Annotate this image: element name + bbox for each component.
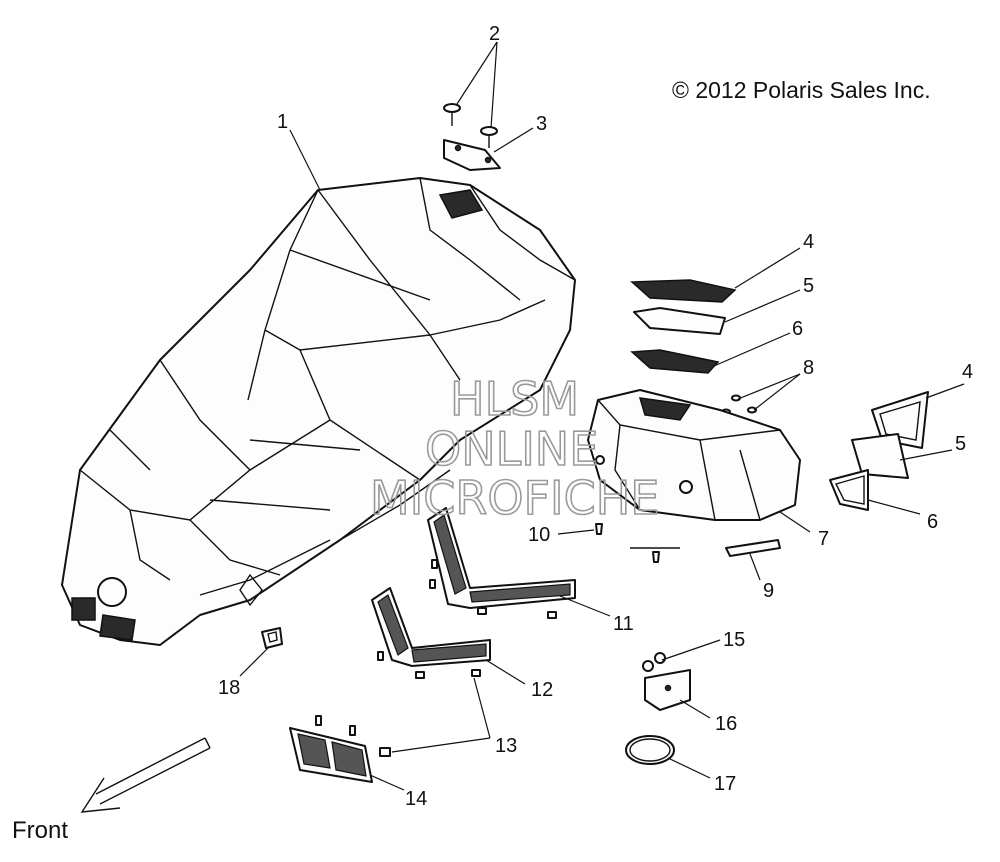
part-14-front-grille <box>289 715 373 783</box>
callout-10: 10 <box>528 524 550 546</box>
watermark-line-2: ONLINE <box>425 422 598 476</box>
part-9-strip <box>725 539 781 557</box>
part-17-ring <box>625 735 675 765</box>
watermark-line-3: MICROFICHE <box>370 471 659 525</box>
part-7-airbox <box>587 389 801 521</box>
watermark-line-1: HLSM <box>450 372 579 426</box>
copyright-text: © 2012 Polaris Sales Inc. <box>672 77 931 103</box>
callout-5-right: 5 <box>955 433 966 455</box>
callout-14: 14 <box>405 788 427 810</box>
part-12-lower-grille <box>371 587 491 679</box>
callout-9: 9 <box>763 580 774 602</box>
callout-2: 2 <box>489 23 500 45</box>
callout-1: 1 <box>277 111 288 133</box>
part-18-tag <box>261 627 283 649</box>
part-6-grille-right <box>829 469 869 511</box>
callout-7: 7 <box>818 528 829 550</box>
part-4-vent-right <box>871 391 929 449</box>
part-13-clip <box>379 747 391 757</box>
callout-6-upper: 6 <box>792 318 803 340</box>
callout-4-upper: 4 <box>803 231 814 253</box>
callout-18: 18 <box>218 677 240 699</box>
callout-13: 13 <box>495 735 517 757</box>
part-6-grille-upper <box>630 349 720 374</box>
part-2-screws <box>443 103 498 148</box>
part-11-side-grille <box>427 507 576 619</box>
part-3-bracket <box>443 139 501 171</box>
callout-16: 16 <box>715 713 737 735</box>
callout-17: 17 <box>714 773 736 795</box>
part-4-vent-upper <box>630 279 737 303</box>
front-arrow-icon <box>80 737 211 813</box>
part-10-push-pins <box>595 523 680 563</box>
callout-12: 12 <box>531 679 553 701</box>
part-5-foam-right <box>851 433 909 479</box>
part-5-foam-upper <box>633 307 726 335</box>
callout-4-right: 4 <box>962 361 973 383</box>
part-15-nut <box>642 652 666 672</box>
callout-labels: 2 3 1 4 5 6 8 4 5 6 7 9 10 11 12 13 14 1… <box>218 23 973 810</box>
leader-lines <box>239 41 965 791</box>
callout-15: 15 <box>723 629 745 651</box>
part-16-bracket <box>644 669 691 711</box>
part-1-hood <box>61 177 576 646</box>
callout-11: 11 <box>613 613 634 635</box>
watermark: HLSM ONLINE MICROFICHE <box>369 371 660 526</box>
callout-3: 3 <box>536 113 547 135</box>
callout-6-right: 6 <box>927 511 938 533</box>
front-label: Front <box>12 817 68 844</box>
callout-5-upper: 5 <box>803 275 814 297</box>
callout-8: 8 <box>803 357 814 379</box>
